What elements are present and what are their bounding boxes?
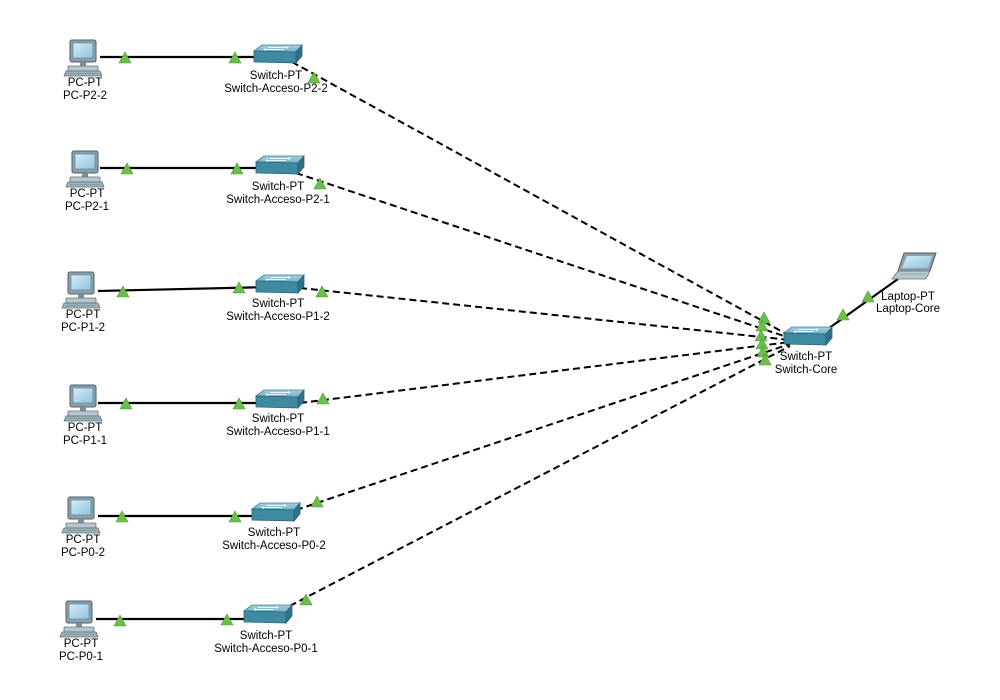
link-sw-p0-2-core[interactable]: [295, 343, 791, 511]
switch-acceso-p2-2[interactable]: Switch-PT Switch-Acceso-P2-2: [224, 44, 328, 95]
device-type-label: PC-PT: [66, 309, 101, 321]
device-name-label: Switch-Acceso-P0-1: [214, 643, 318, 655]
device-type-label: PC-PT: [66, 534, 101, 546]
device-type-label: Switch-PT: [252, 413, 304, 425]
pc-p0-2[interactable]: PC-PT PC-P0-2: [61, 496, 105, 559]
pc-icon: [59, 600, 99, 638]
device-type-label: PC-PT: [68, 422, 103, 434]
switch-acceso-p2-1[interactable]: Switch-PT Switch-Acceso-P2-1: [226, 155, 330, 206]
switch-icon: [255, 274, 305, 294]
switch-acceso-p1-2[interactable]: Switch-PT Switch-Acceso-P1-2: [226, 274, 330, 323]
device-name-label: PC-P0-1: [59, 651, 103, 663]
switch-acceso-p1-1[interactable]: Switch-PT Switch-Acceso-P1-1: [226, 389, 330, 438]
pc-icon: [65, 150, 105, 188]
link-up-triangle-icon: [316, 392, 330, 405]
link-up-triangle-icon: [313, 177, 327, 190]
device-name-label: Switch-Core: [775, 364, 838, 376]
device-type-label: Switch-PT: [250, 70, 302, 82]
device-type-label: PC-PT: [70, 188, 105, 200]
device-type-label: Switch-PT: [252, 181, 304, 193]
link-sw-p1-1-core[interactable]: [299, 341, 791, 404]
link-up-triangle-icon: [307, 71, 321, 84]
pc-p0-1[interactable]: PC-PT PC-P0-1: [59, 600, 103, 663]
device-name-label: Switch-Acceso-P0-2: [222, 540, 326, 552]
device-name-label: PC-P0-2: [61, 547, 105, 559]
device-type-label: Switch-PT: [780, 351, 832, 363]
link-sw-p2-2-core[interactable]: [291, 61, 791, 337]
switch-acceso-p0-1[interactable]: Switch-PT Switch-Acceso-P0-1: [214, 604, 318, 655]
laptop-core[interactable]: Laptop-PT Laptop-Core: [876, 252, 940, 315]
pc-icon: [61, 496, 101, 534]
link-sw-p1-2-core[interactable]: [299, 287, 791, 341]
pc-p2-2[interactable]: PC-PT PC-P2-2: [63, 39, 107, 102]
device-name-label: PC-P1-2: [61, 322, 105, 334]
switch-icon: [253, 44, 303, 64]
pc-p2-1[interactable]: PC-PT PC-P2-1: [65, 150, 109, 213]
pc-icon: [63, 39, 103, 77]
device-type-label: Switch-PT: [248, 527, 300, 539]
device-name-label: PC-P1-1: [63, 435, 107, 447]
device-name-label: Switch-Acceso-P1-2: [226, 311, 330, 323]
device-name-label: Switch-Acceso-P2-2: [224, 83, 328, 95]
device-name-label: Laptop-Core: [876, 303, 940, 315]
switch-icon: [255, 389, 305, 409]
device-type-label: PC-PT: [68, 77, 103, 89]
device-name-label: Switch-Acceso-P1-1: [226, 426, 330, 438]
link-sw-p0-1-core[interactable]: [279, 345, 791, 612]
link-sw-p2-1-core[interactable]: [295, 172, 791, 339]
switch-icon: [251, 502, 301, 522]
device-name-label: PC-P2-1: [65, 201, 109, 213]
pc-icon: [61, 271, 101, 309]
device-type-label: Switch-PT: [240, 630, 292, 642]
device-type-label: PC-PT: [64, 638, 99, 650]
link-laptop-core[interactable]: [817, 278, 899, 337]
link-up-triangle-icon: [113, 614, 127, 627]
links-layer: [96, 55, 899, 621]
switch-acceso-p0-2[interactable]: Switch-PT Switch-Acceso-P0-2: [222, 502, 326, 552]
switch-icon: [783, 326, 833, 346]
device-name-label: PC-P2-2: [63, 90, 107, 102]
pc-p1-1[interactable]: PC-PT PC-P1-1: [63, 384, 107, 447]
switch-icon: [255, 155, 305, 175]
device-type-label: Laptop-PT: [881, 291, 935, 303]
link-up-triangle-icon: [757, 311, 771, 324]
device-name-label: Switch-Acceso-P2-1: [226, 194, 330, 206]
pc-p1-2[interactable]: PC-PT PC-P1-2: [61, 271, 105, 334]
switch-core[interactable]: Switch-PT Switch-Core: [775, 326, 838, 376]
laptop-icon: [891, 252, 937, 280]
device-type-label: Switch-PT: [252, 298, 304, 310]
switch-icon: [243, 604, 293, 624]
pc-icon: [63, 384, 103, 422]
